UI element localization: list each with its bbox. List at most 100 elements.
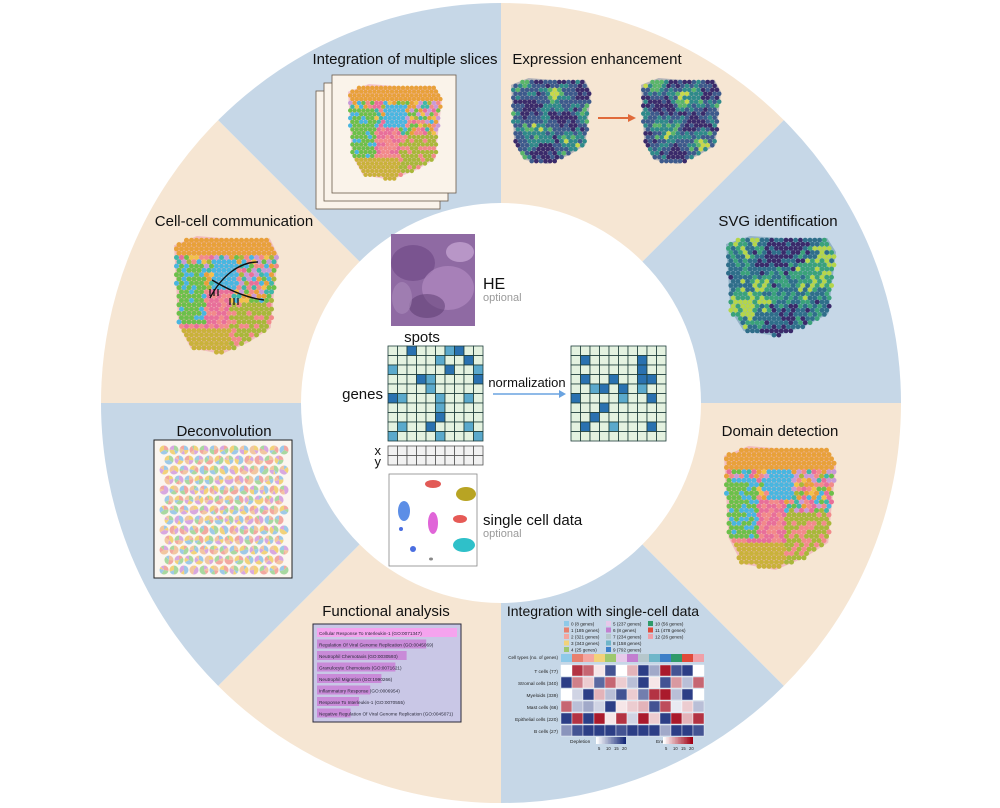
tissue-spot	[689, 115, 694, 120]
pie-slice	[274, 476, 279, 482]
tissue-spot	[781, 538, 787, 544]
pie-slice	[249, 538, 254, 544]
tissue-spot	[659, 87, 664, 93]
pie-slice	[160, 565, 164, 570]
tissue-spot	[807, 303, 813, 309]
tissue-spot	[659, 150, 664, 156]
legend-swatch	[606, 647, 611, 652]
tissue-spot	[821, 520, 827, 526]
tissue-spot	[392, 85, 397, 91]
tissue-spot	[176, 293, 182, 299]
pie-slice	[160, 509, 169, 515]
tissue-spot	[771, 512, 777, 518]
tissue-spot	[425, 127, 430, 132]
tissue-spot	[259, 289, 264, 295]
tissue-spot	[776, 512, 782, 518]
cluster-header-cell	[616, 654, 627, 662]
pie-slice	[179, 555, 183, 560]
pie-slice	[279, 525, 284, 530]
tissue-spot	[788, 295, 794, 301]
pie-slice	[184, 535, 189, 542]
tissue-spot	[418, 123, 423, 128]
tissue-spot	[693, 115, 699, 120]
tissue-spot	[405, 85, 410, 91]
tissue-spot	[742, 283, 748, 288]
pie-slice	[204, 445, 209, 452]
tissue-spot	[194, 255, 199, 260]
tissue-spot	[726, 460, 732, 466]
tissue-spot	[733, 258, 738, 264]
tissue-spot	[392, 131, 397, 136]
pie-slice	[259, 485, 264, 490]
tissue-spot	[790, 274, 796, 280]
tissue-spot	[264, 246, 269, 252]
tissue-spot	[370, 161, 375, 166]
tissue-spot	[728, 307, 734, 313]
tissue-spot	[194, 298, 199, 303]
pie-slice	[284, 466, 289, 474]
matrix-cell	[589, 431, 600, 442]
tissue-spot	[712, 131, 717, 136]
tissue-spot	[776, 529, 782, 535]
tissue-spot	[822, 270, 827, 276]
pie-slice	[189, 565, 194, 575]
tissue-spot	[254, 263, 259, 269]
tissue-spot	[191, 242, 197, 248]
matrix-cell	[580, 402, 591, 413]
tissue-spot	[764, 482, 769, 488]
pie-slice	[264, 510, 269, 512]
tissue-spot	[814, 499, 819, 505]
pie-slice	[279, 468, 288, 475]
tissue-spot	[661, 154, 667, 160]
tissue-spot	[673, 79, 678, 85]
matrix-cell	[627, 421, 638, 432]
tissue-spot	[652, 123, 658, 128]
pie-slice	[234, 560, 239, 564]
pie-slice	[234, 445, 239, 451]
pie-slice	[224, 447, 229, 454]
tissue-spot	[407, 142, 412, 147]
pie-slice	[184, 519, 194, 525]
tissue-spot	[728, 250, 734, 255]
tissue-spot	[689, 83, 694, 89]
tissue-spot	[524, 143, 530, 148]
tissue-spot	[799, 456, 804, 462]
pie-slice	[199, 565, 206, 575]
tissue-spot	[756, 538, 762, 544]
tissue-spot	[799, 482, 804, 488]
tissue-spot	[771, 291, 777, 297]
tissue-spot	[764, 508, 769, 513]
tissue-spot	[819, 508, 824, 513]
tissue-spot	[826, 495, 832, 501]
tissue-spot	[411, 127, 417, 132]
tissue-spot	[654, 135, 660, 140]
enrichment-colorbar-step	[691, 737, 693, 744]
tissue-spot	[403, 142, 408, 147]
tissue-spot	[241, 242, 247, 248]
tissue-spot	[759, 508, 764, 513]
tissue-spot	[196, 319, 202, 325]
umap-clusters	[398, 480, 476, 561]
tissue-spot	[374, 123, 379, 128]
pie-slice	[192, 445, 194, 450]
tissue-spot	[224, 315, 229, 321]
tissue-spot	[731, 477, 737, 483]
pie-slice	[279, 495, 284, 503]
tissue-spot	[781, 555, 787, 561]
tissue-spot	[241, 319, 247, 325]
pie-slice	[234, 475, 239, 483]
tissue-spot	[814, 447, 819, 453]
tissue-spot	[788, 287, 794, 293]
coordinate-cell	[463, 455, 474, 466]
tissue-spot	[433, 119, 439, 125]
tissue-spot	[824, 258, 830, 264]
tissue-spot	[561, 87, 567, 93]
tissue-spot	[433, 142, 439, 147]
tissue-spot	[251, 267, 257, 273]
tissue-spot	[814, 250, 820, 255]
tissue-spot	[400, 168, 406, 174]
tissue-spot	[802, 246, 808, 251]
tissue-spot	[730, 246, 736, 251]
tissue-spot	[766, 555, 772, 561]
tissue-spot	[816, 495, 822, 501]
